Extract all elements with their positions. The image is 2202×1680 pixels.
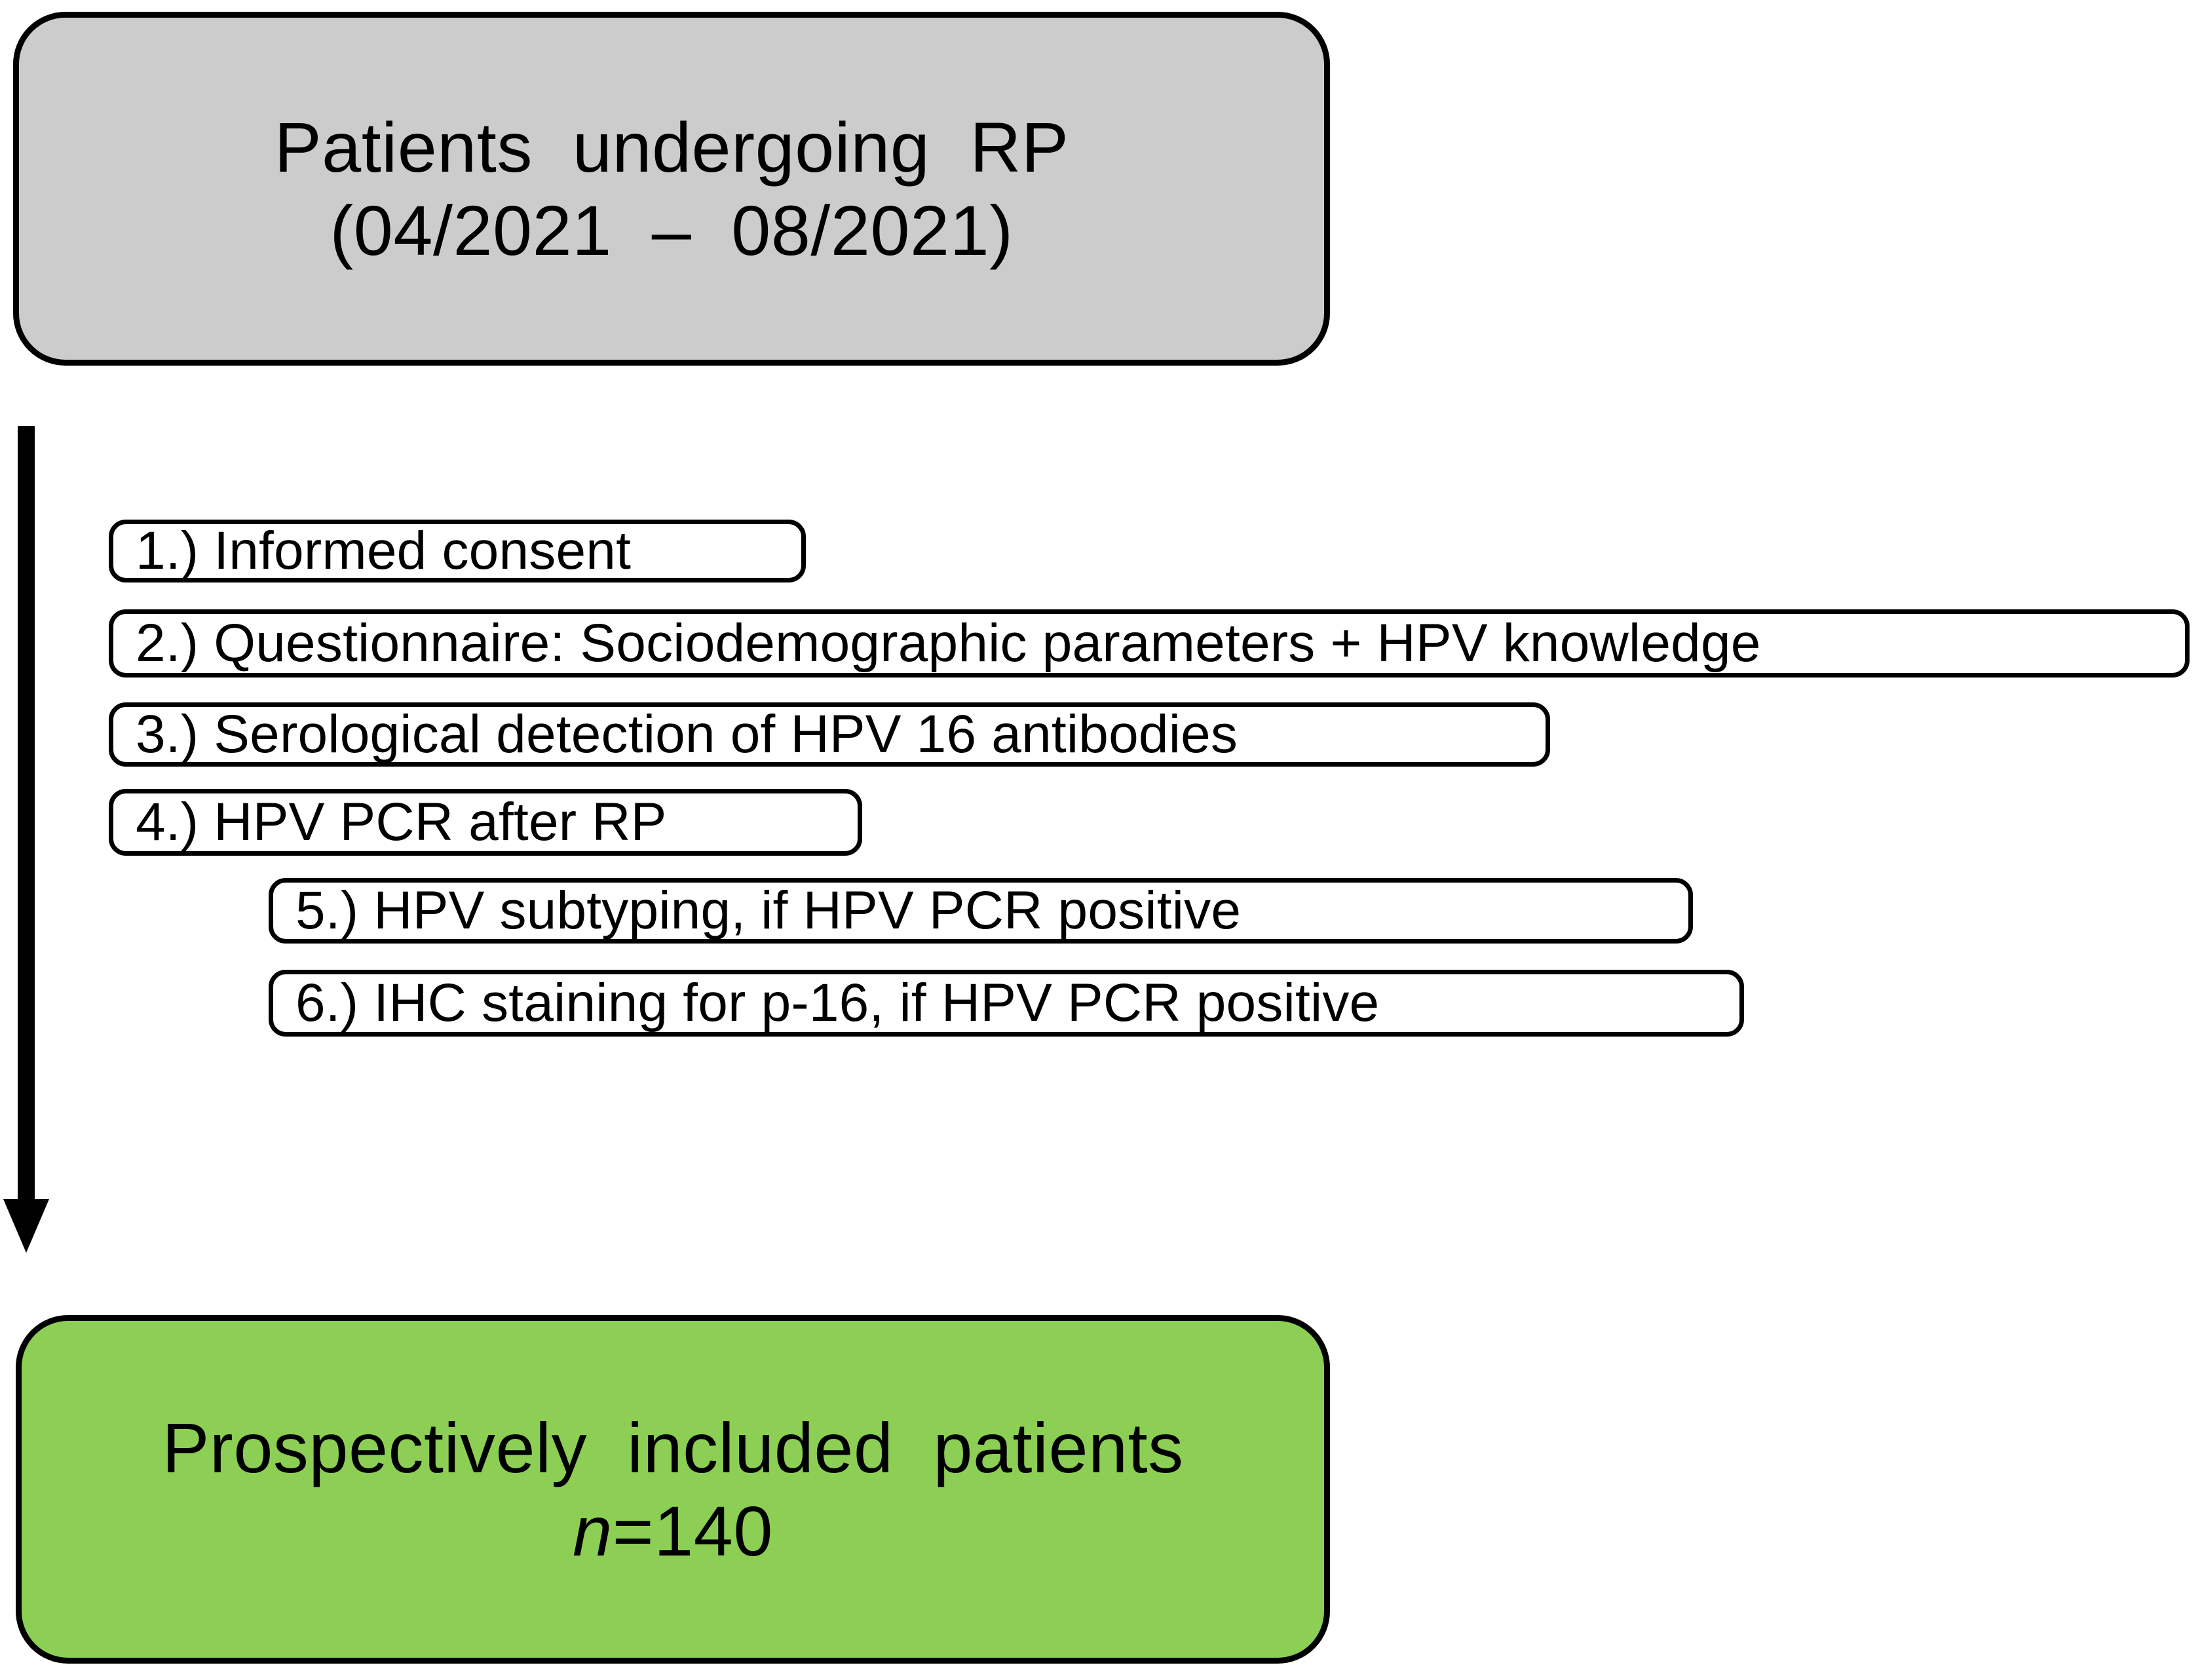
end-box-line-2: n=140 xyxy=(573,1489,773,1573)
end-box-line-1: Prospectively included patients xyxy=(162,1407,1184,1487)
step-label: 5.) HPV subtyping, if HPV PCR positive xyxy=(295,881,1242,940)
start-box-line-2: (04/2021 – 08/2021) xyxy=(330,191,1014,270)
down-arrow-icon xyxy=(3,426,49,1253)
step-label: 4.) HPV PCR after RP xyxy=(136,792,667,852)
step-box-hpv-subtyping: 5.) HPV subtyping, if HPV PCR positive xyxy=(269,878,1693,944)
start-box-line-1: Patients undergoing RP xyxy=(274,107,1069,187)
step-box-questionnaire: 2.) Questionnaire: Sociodemographic para… xyxy=(109,609,2190,678)
step-label: 1.) Informed consent xyxy=(136,521,632,581)
end-box-n-symbol: n xyxy=(573,1491,613,1571)
step-box-serological-detection: 3.) Serological detection of HPV 16 anti… xyxy=(109,702,1550,767)
step-label: 3.) Serological detection of HPV 16 anti… xyxy=(136,704,1238,764)
step-label: 6.) IHC staining for p-16, if HPV PCR po… xyxy=(295,973,1380,1033)
step-box-hpv-pcr-after-rp: 4.) HPV PCR after RP xyxy=(109,789,862,856)
step-box-ihc-staining: 6.) IHC staining for p-16, if HPV PCR po… xyxy=(269,970,1744,1037)
step-label: 2.) Questionnaire: Sociodemographic para… xyxy=(136,613,1761,673)
start-box-patients-undergoing-rp: Patients undergoing RP (04/2021 – 08/202… xyxy=(13,12,1330,366)
step-box-informed-consent: 1.) Informed consent xyxy=(109,520,806,582)
end-box-prospectively-included-patients: Prospectively included patients n=140 xyxy=(16,1315,1330,1664)
end-box-n-value: =140 xyxy=(612,1491,773,1571)
